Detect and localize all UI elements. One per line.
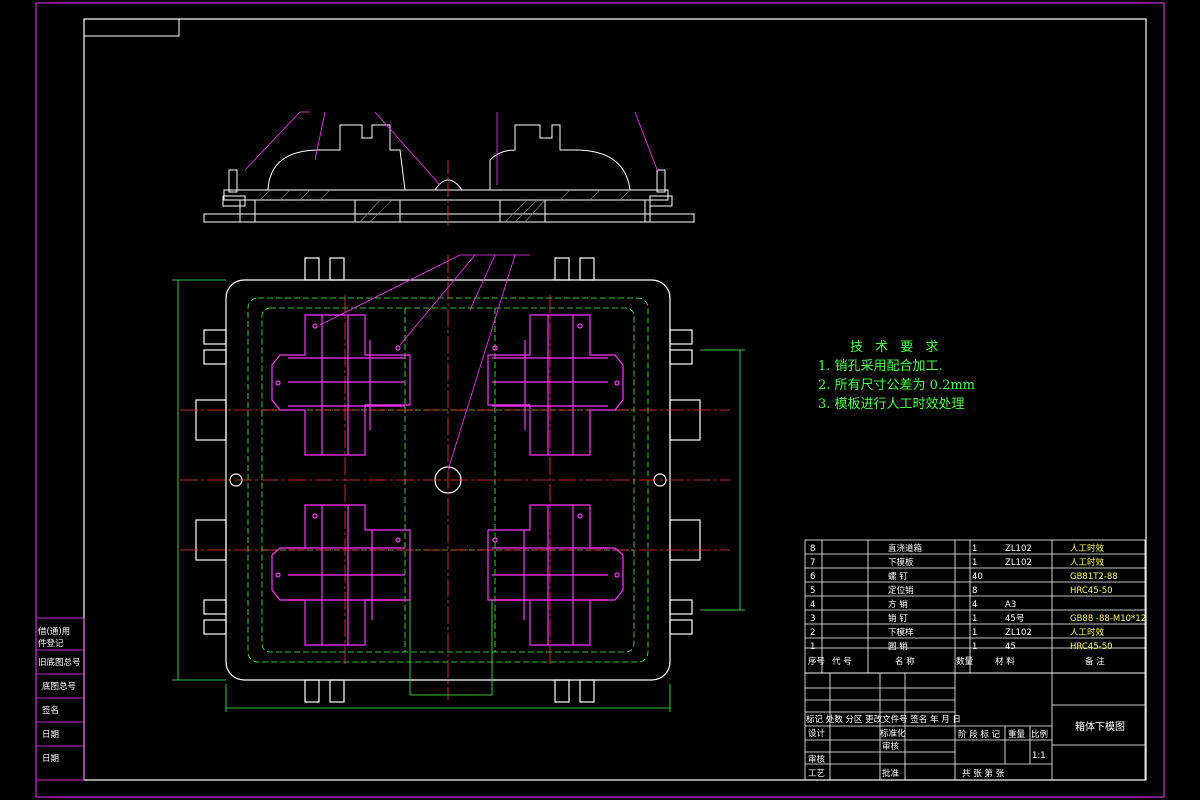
bom-row-8-material: ZL102 xyxy=(1005,544,1032,554)
bom-row-2-note: 人工时效 xyxy=(1070,627,1105,638)
tech-req-item-3: 3. 模板进行人工时效处理 xyxy=(818,397,965,412)
title-block-lines xyxy=(804,672,1146,781)
weight-label: 重量 xyxy=(1008,729,1026,740)
bom-row-6-note: GB81T2-88 xyxy=(1070,572,1118,582)
bom-row-3-qty: 1 xyxy=(972,614,977,624)
side-stamp-lines xyxy=(35,617,85,781)
side-view xyxy=(203,124,695,223)
bom-row-4-name: 方 销 xyxy=(888,599,908,610)
scale-label: 比例 xyxy=(1031,729,1048,740)
tech-req-item-2: 2. 所有尺寸公差为 0.2mm xyxy=(818,378,975,393)
bom-row-8-qty: 1 xyxy=(972,544,977,554)
side-stamp-2: 旧底图总号 xyxy=(38,657,81,668)
corner-box xyxy=(83,18,180,37)
bom-header-material: 材 料 xyxy=(995,656,1015,667)
bom-row-1-note: HRC45-50 xyxy=(1070,642,1113,652)
bom-header-no: 序号 xyxy=(808,656,825,667)
review-label: 审核 xyxy=(882,741,900,752)
bom-row-8-no: 8 xyxy=(810,544,815,554)
bom-header-code: 代 号 xyxy=(832,656,852,667)
bom-row-5-note: HRC45-50 xyxy=(1070,586,1113,596)
bom-row-3-note: GB88 -88-M10*12 xyxy=(1070,614,1146,624)
bom-header-name: 名 称 xyxy=(895,656,915,667)
plan-centerlines xyxy=(180,255,730,700)
design-label: 设计 xyxy=(808,728,826,739)
standardize-label: 标准化 xyxy=(880,728,906,739)
stage-mark-label: 阶 段 标 记 xyxy=(958,729,1001,740)
sheets-label: 共 张 第 张 xyxy=(962,768,1005,779)
bom-row-2-no: 2 xyxy=(810,628,815,638)
bom-row-2-material: ZL102 xyxy=(1005,628,1032,638)
sheet-border xyxy=(35,2,1165,798)
revision-row: 标记 处数 分区 更改文件号 签名 年 月 日 xyxy=(806,714,961,725)
bom-row-4-no: 4 xyxy=(810,600,815,610)
side-stamp-6: 日期 xyxy=(42,754,59,764)
process-label: 工艺 xyxy=(808,769,825,779)
bom-row-2-qty: 1 xyxy=(972,628,977,638)
bom-row-4-material: A3 xyxy=(1005,600,1016,610)
bom-row-3-no: 3 xyxy=(810,614,815,624)
side-stamp-0: 借(通)用 xyxy=(38,626,70,637)
bom-row-1-material: 45 xyxy=(1005,642,1016,652)
side-stamp-5: 日期 xyxy=(42,730,59,740)
bom-row-6-name: 螺 钉 xyxy=(888,571,908,582)
bom-row-8-note: 人工时效 xyxy=(1070,543,1105,554)
side-stamp-1: 件登记 xyxy=(38,638,64,649)
bom-row-6-no: 6 xyxy=(810,572,815,582)
bom-row-7-name: 下模板 xyxy=(888,557,914,568)
check-label: 审核 xyxy=(808,754,826,765)
bom-row-7-note: 人工时效 xyxy=(1070,557,1105,568)
plan-outline xyxy=(195,257,701,703)
approve-label: 批准 xyxy=(882,768,900,779)
technical-requirements: 技 术 要 求 1. 销孔采用配合加工. 2. 所有尺寸公差为 0.2mm 3.… xyxy=(818,338,975,414)
tech-req-item-1: 1. 销孔采用配合加工. xyxy=(818,359,943,374)
bom-row-8-name: 直浇道箱 xyxy=(888,543,923,554)
dimension-lines xyxy=(172,279,745,712)
pattern-top-right xyxy=(487,314,624,456)
bom-table-lines xyxy=(804,539,1146,674)
bom-row-3-name: 销 钉 xyxy=(888,613,908,624)
bom-row-5-qty: 8 xyxy=(972,586,977,596)
bom-row-1-name: 圆 销 xyxy=(888,641,908,652)
bom-row-7-no: 7 xyxy=(810,558,815,568)
tech-req-title: 技 术 要 求 xyxy=(850,340,943,355)
bom-row-4-qty: 4 xyxy=(972,600,977,610)
pattern-bottom-left xyxy=(271,504,411,646)
bom-row-6-qty: 40 xyxy=(972,572,983,582)
bom-row-5-no: 5 xyxy=(810,586,815,596)
bom-row-2-name: 下模样 xyxy=(888,627,914,638)
pattern-bottom-right xyxy=(487,504,624,646)
bom-header: 序号 代 号 名 称 数量 材 料 备 注 xyxy=(808,656,1105,667)
bom-header-qty: 数量 xyxy=(956,656,974,667)
drawing-frame xyxy=(83,18,1147,781)
side-view-leaders xyxy=(244,111,659,186)
side-stamp-4: 签名 xyxy=(42,705,59,716)
bom-row-7-qty: 1 xyxy=(972,558,977,568)
bom-row-3-material: 45号 xyxy=(1005,614,1024,624)
side-stamp-3: 底图总号 xyxy=(42,681,76,692)
plan-leaders xyxy=(319,254,530,471)
bom-header-note: 备 注 xyxy=(1085,656,1105,667)
scale-value: 1:1 xyxy=(1032,751,1046,761)
drawing-title: 箱体下模图 xyxy=(1075,720,1125,733)
bom-row-1-qty: 1 xyxy=(972,642,977,652)
pattern-top-left xyxy=(271,314,411,456)
side-view-hatch xyxy=(259,189,631,223)
bom-row-7-material: ZL102 xyxy=(1005,558,1032,568)
bom-row-1-no: 1 xyxy=(810,642,815,652)
bom-row-5-name: 定位销 xyxy=(888,585,914,596)
